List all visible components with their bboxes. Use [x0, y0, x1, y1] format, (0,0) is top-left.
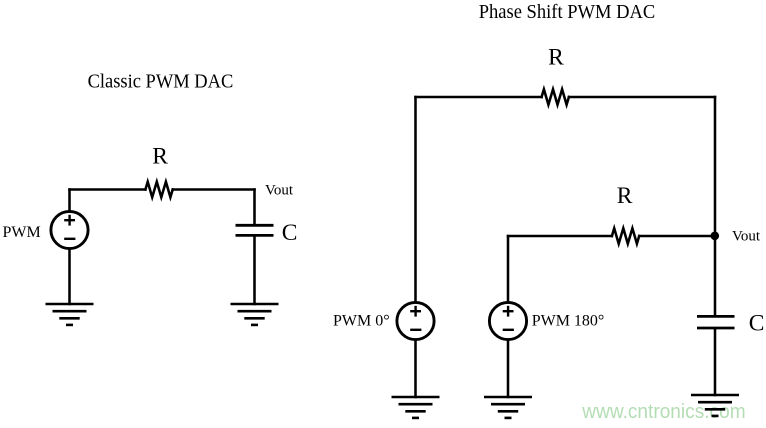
svg-text:C: C [749, 311, 765, 337]
svg-text:Vout: Vout [265, 183, 294, 199]
svg-text:R: R [617, 183, 633, 209]
svg-text:PWM: PWM [3, 224, 41, 241]
svg-text:PWM 180°: PWM 180° [532, 312, 605, 329]
svg-text:R: R [548, 45, 564, 71]
svg-text:Classic PWM DAC: Classic PWM DAC [88, 72, 234, 93]
svg-text:C: C [282, 220, 298, 246]
svg-text:PWM 0°: PWM 0° [333, 312, 390, 329]
svg-text:Vout: Vout [732, 229, 761, 245]
svg-text:www.cntronics.com: www.cntronics.com [581, 400, 745, 423]
svg-text:R: R [152, 144, 168, 170]
svg-text:Phase Shift PWM DAC: Phase Shift PWM DAC [479, 2, 656, 23]
